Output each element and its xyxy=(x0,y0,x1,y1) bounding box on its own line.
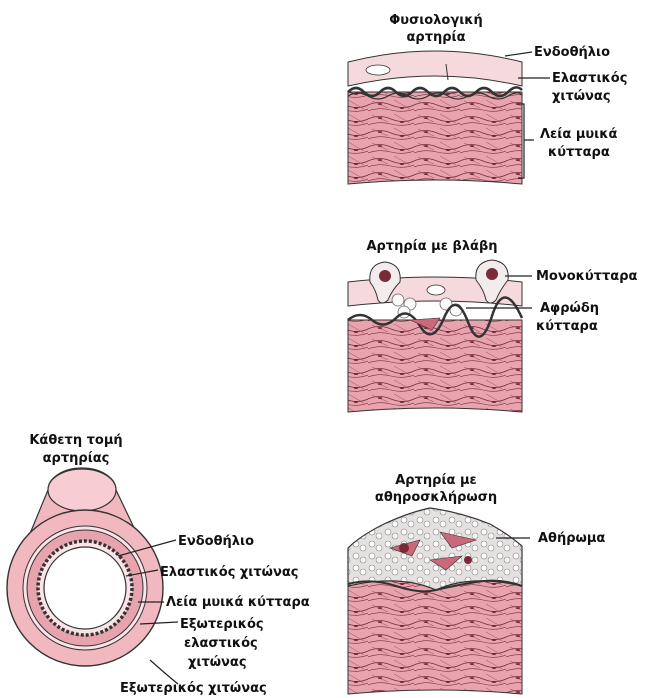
damaged-label-foam-line1: Αφρώδη xyxy=(540,301,599,316)
damaged-label-foam-line2: κύτταρα xyxy=(536,319,598,334)
cross-label-external-elastic-line1: Εξωτερικός xyxy=(180,617,264,632)
normal-label-muscle-line2: κύτταρα xyxy=(548,145,610,160)
cross-label-elastic: Ελαστικός χιτώνας xyxy=(160,565,298,580)
normal-label-elastic-line2: χιτώνας xyxy=(552,89,611,104)
normal-muscle-layer xyxy=(348,92,522,184)
atheroma-plaque xyxy=(348,508,522,590)
endothelial-cell-nucleus xyxy=(366,65,390,75)
normal-artery-panel: Φυσιολογική αρτηρία Ενδοθήλιο Ελαστικός … xyxy=(348,13,627,184)
atherosclerosis-title-line1: Αρτηρία με xyxy=(395,473,477,488)
damaged-label-monocytes: Μονοκύτταρα xyxy=(536,269,637,284)
cross-label-external-elastic-line2: ελαστικός xyxy=(184,636,258,651)
normal-artery-title-line1: Φυσιολογική xyxy=(389,13,483,28)
cross-label-endothelium: Ενδοθήλιο xyxy=(178,534,254,549)
artery-tube-far-end xyxy=(48,469,116,511)
normal-label-endothelium: Ενδοθήλιο xyxy=(534,45,610,60)
damaged-artery-title: Αρτηρία με βλάβη xyxy=(366,239,497,254)
cross-label-external-elastic-line3: χιτώνας xyxy=(188,655,247,670)
damaged-artery-panel: Αρτηρία με βλάβη Μονοκύτταρα Αφρώδη κύττ… xyxy=(348,239,637,412)
cross-section-title-line2: αρτηρίας xyxy=(43,451,110,466)
normal-label-elastic-line1: Ελαστικός xyxy=(552,71,627,86)
cross-section-title-line1: Κάθετη τομή xyxy=(29,433,122,448)
normal-artery-title-line2: αρτηρία xyxy=(406,30,465,45)
lumen xyxy=(44,547,126,629)
atherosclerosis-muscle-layer xyxy=(348,576,522,694)
cross-section-panel: Κάθετη τομή αρτηρίας Ενδοθήλιο Ελαστικός… xyxy=(7,433,310,696)
normal-label-muscle-line1: Λεία μυικά xyxy=(540,127,617,142)
atherosclerosis-panel: Αρτηρία με αθηροσκλήρωση Αθήρωμα xyxy=(348,473,605,694)
cross-label-muscle: Λεία μυικά κύτταρα xyxy=(166,595,310,610)
cross-label-external: Εξωτερικός χιτώνας xyxy=(120,681,267,696)
atherosclerosis-label-atheroma: Αθήρωμα xyxy=(538,531,605,546)
atherosclerosis-title-line2: αθηροσκλήρωση xyxy=(375,490,497,505)
